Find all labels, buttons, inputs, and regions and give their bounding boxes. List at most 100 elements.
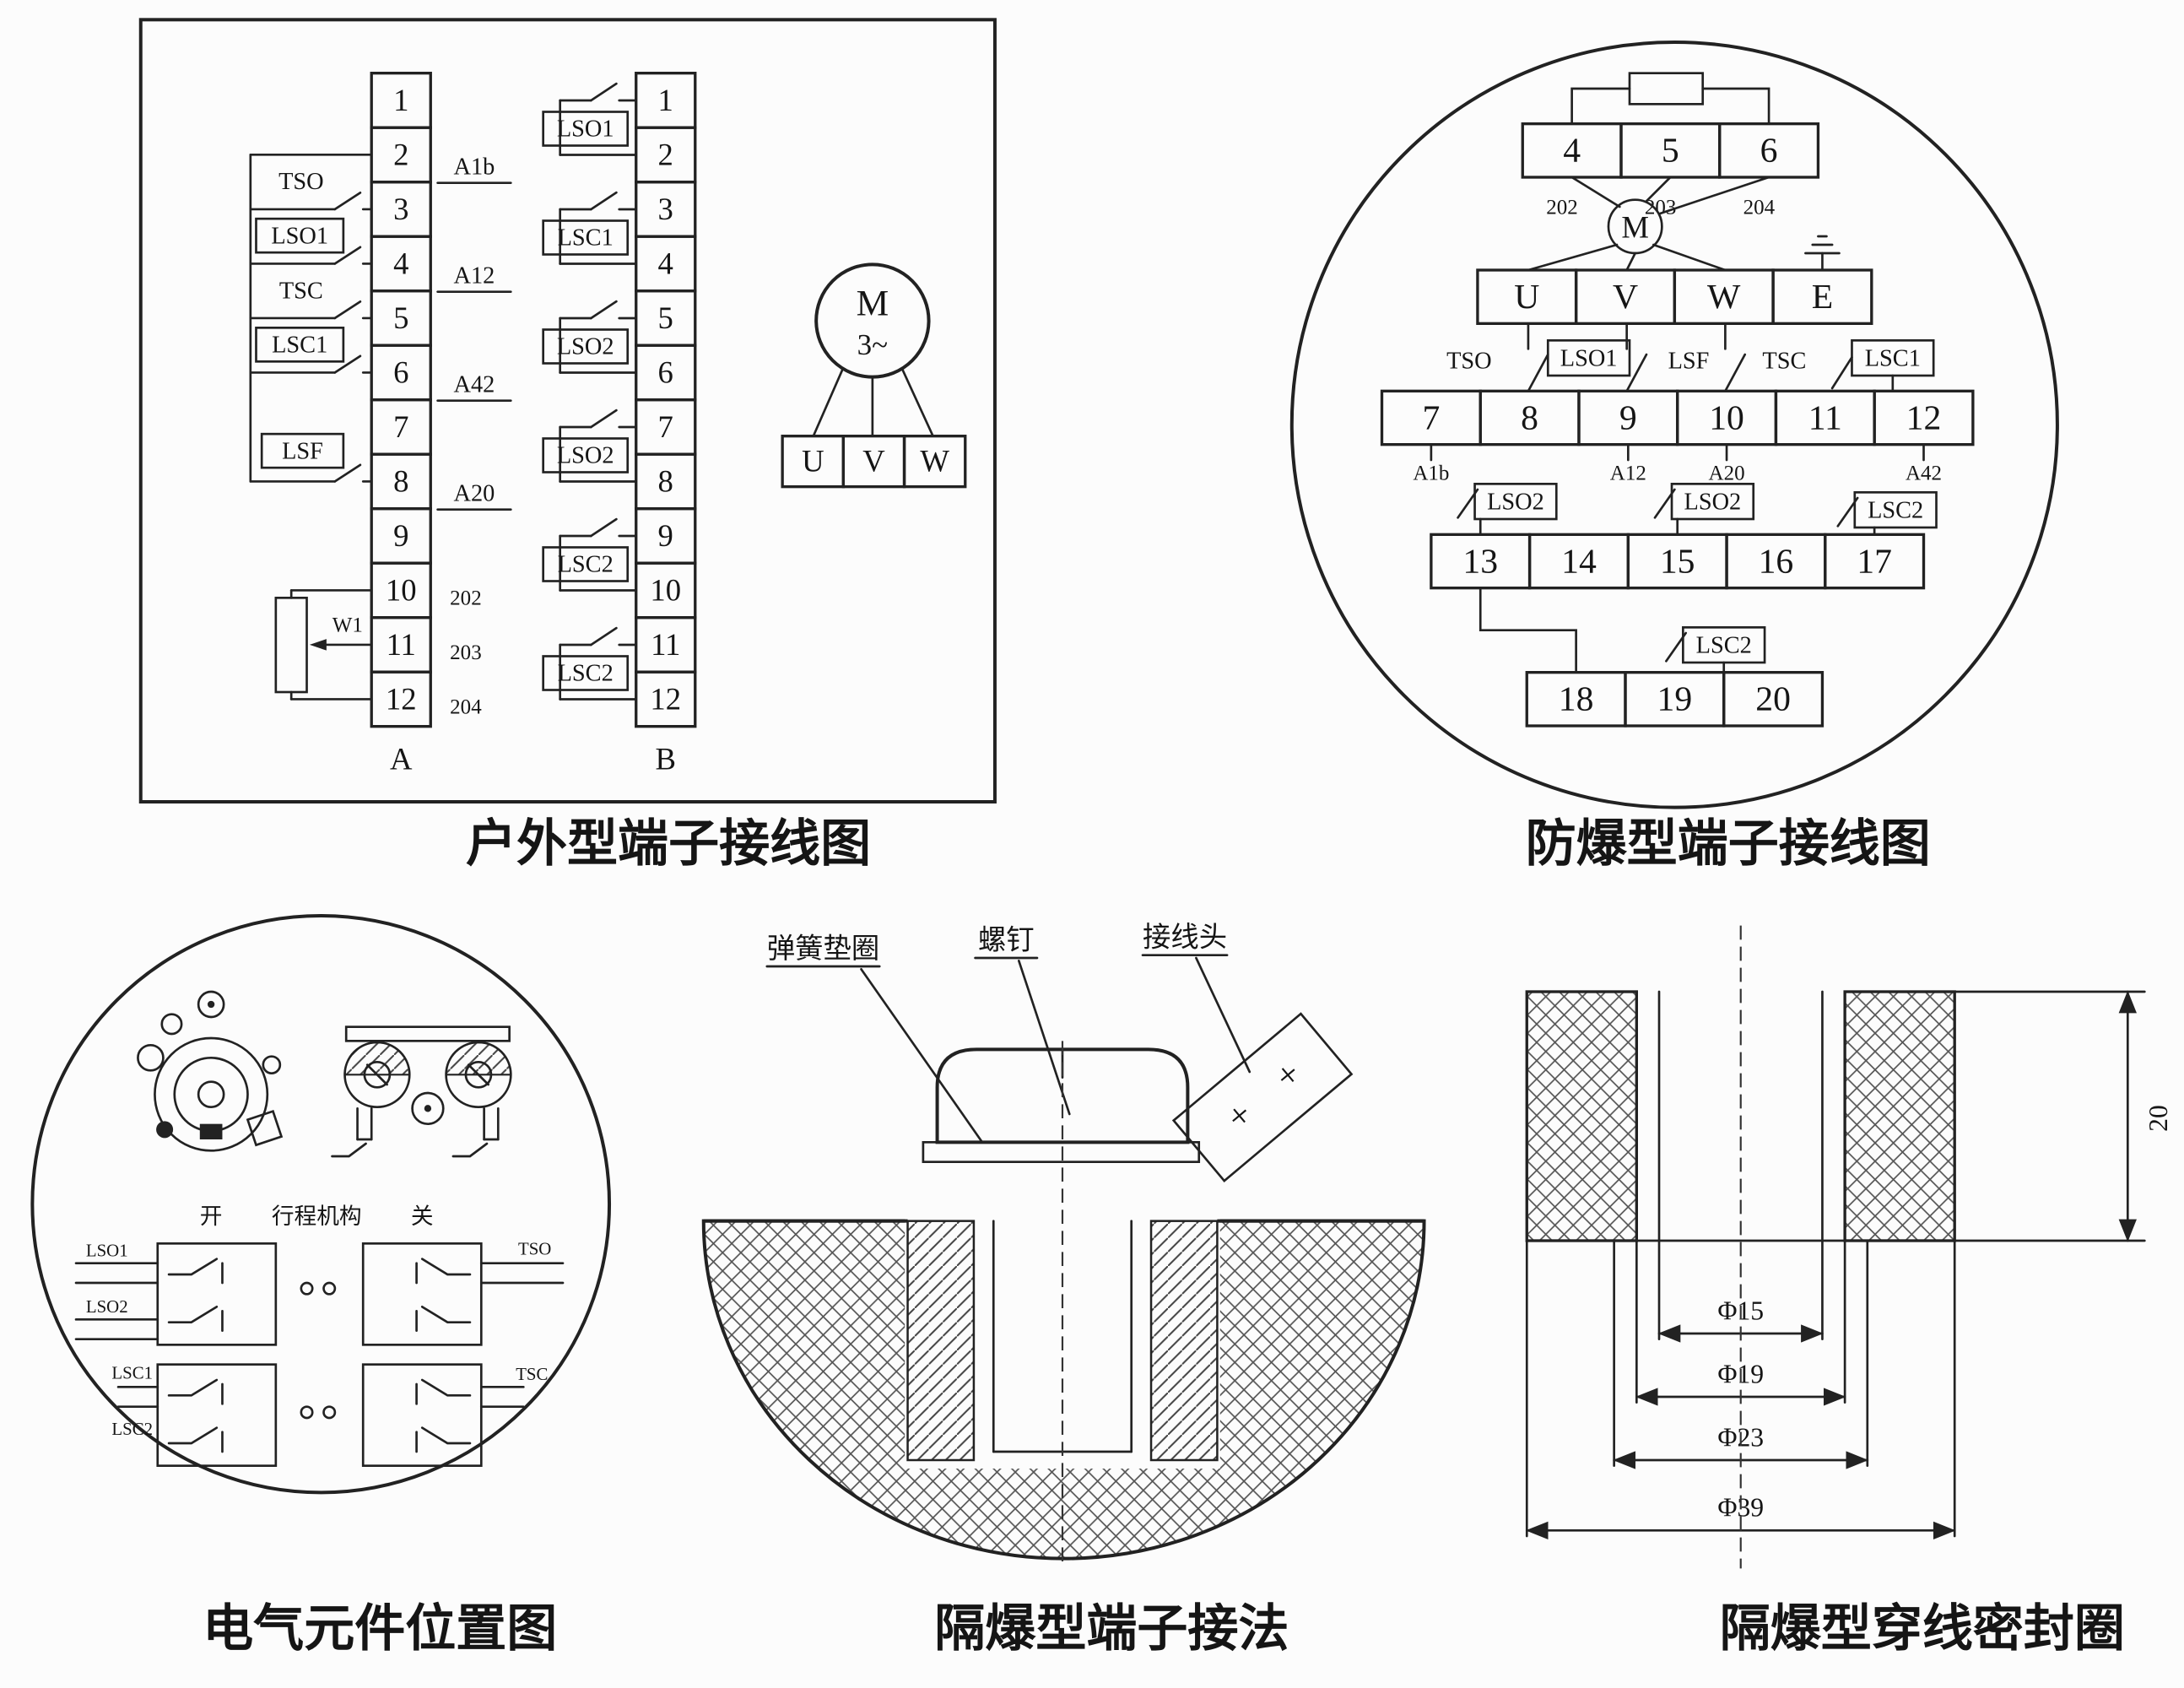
svg-text:203: 203 bbox=[450, 641, 482, 664]
strip-a-cell: 7 bbox=[370, 398, 432, 456]
svg-text:4: 4 bbox=[393, 246, 408, 280]
resistor-symbol bbox=[1628, 72, 1705, 106]
svg-text:弹簧垫圈: 弹簧垫圈 bbox=[767, 933, 879, 965]
terminal-cell: W bbox=[1673, 268, 1775, 325]
terminal-num-label: 203 bbox=[450, 641, 482, 664]
spring-washer bbox=[922, 1141, 1201, 1163]
svg-text:V: V bbox=[1613, 278, 1638, 316]
svg-text:13: 13 bbox=[1462, 542, 1498, 581]
outdoor-frame bbox=[138, 18, 997, 803]
strip-b-cell: 11 bbox=[635, 616, 697, 674]
svg-text:9: 9 bbox=[658, 518, 673, 553]
motor-terminal-cell: U bbox=[781, 435, 846, 489]
svg-text:202: 202 bbox=[450, 587, 482, 610]
switch-row3: LSC2 bbox=[1665, 626, 1766, 674]
lsf-switch: LSF bbox=[249, 432, 373, 483]
mechanism-label: 行程机构 bbox=[272, 1204, 362, 1229]
svg-text:V: V bbox=[862, 443, 885, 478]
svg-text:202: 202 bbox=[1546, 196, 1578, 219]
explosion-proof-terminal-diagram: 4 5 6 202 203 204 M bbox=[1289, 41, 2059, 872]
strip-a-cell: 6 bbox=[370, 344, 432, 402]
terminal-cell: 16 bbox=[1725, 533, 1827, 590]
caption-explosion: 防爆型端子接线图 bbox=[1526, 816, 1931, 872]
motor-terminal-cell: W bbox=[902, 435, 967, 489]
svg-text:A1b: A1b bbox=[454, 154, 495, 181]
caption-terminal-method: 隔爆型端子接法 bbox=[934, 1601, 1289, 1657]
svg-text:LSO1: LSO1 bbox=[1560, 345, 1618, 371]
svg-text:LSF: LSF bbox=[282, 438, 323, 464]
svg-text:M: M bbox=[857, 283, 889, 323]
outdoor-terminal-diagram: TSO LSO1 TSC LSC1 bbox=[138, 18, 997, 872]
limit-switch-unit: LSO1 bbox=[542, 82, 638, 156]
svg-text:8: 8 bbox=[393, 463, 408, 498]
svg-text:A42: A42 bbox=[1906, 462, 1942, 484]
right-mechanism bbox=[331, 1025, 512, 1158]
svg-text:5: 5 bbox=[658, 300, 673, 335]
svg-text:8: 8 bbox=[1521, 398, 1538, 437]
svg-text:3: 3 bbox=[393, 192, 408, 226]
terminal-cell: 18 bbox=[1525, 671, 1627, 728]
limit-switch-unit: LSO2 bbox=[542, 408, 638, 483]
lso1-switch: LSO1 bbox=[249, 217, 373, 265]
strip-a-cell: 1 bbox=[370, 72, 432, 129]
svg-text:TSO: TSO bbox=[278, 169, 324, 195]
svg-text:W: W bbox=[1707, 278, 1741, 316]
svg-text:6: 6 bbox=[393, 354, 408, 389]
terminal-cell: 5 bbox=[1619, 122, 1722, 179]
terminal-strip-b: 1 2 3 4 5 6 7 8 bbox=[635, 72, 697, 728]
flameproof-seal-ring-diagram: 20 Φ15 Φ19 Φ23 Φ39 隔爆型穿线密封圈 bbox=[1525, 925, 2173, 1657]
strip-a-cell: 8 bbox=[370, 452, 432, 511]
strip-b-cell: 8 bbox=[635, 452, 697, 511]
wire-lug: + + bbox=[1171, 1012, 1354, 1182]
svg-text:12: 12 bbox=[1906, 398, 1942, 437]
svg-text:M: M bbox=[1621, 210, 1649, 245]
row-7-12: 7 8 9 10 11 12 bbox=[1380, 389, 1975, 446]
terminal-cell: V bbox=[1574, 268, 1677, 325]
svg-text:LSO1: LSO1 bbox=[271, 223, 328, 249]
terminal-cell: 14 bbox=[1527, 533, 1630, 590]
callout-lug: 接线头 bbox=[1141, 922, 1251, 1074]
terminal-cell: 10 bbox=[1676, 389, 1778, 446]
svg-text:2: 2 bbox=[393, 137, 408, 171]
switch-block-bottom-left: LSC1 LSC2 bbox=[111, 1362, 278, 1467]
svg-text:7: 7 bbox=[658, 409, 673, 444]
cam-flag bbox=[246, 1109, 284, 1147]
svg-text:+: + bbox=[1219, 1094, 1261, 1138]
terminal-num-label: 204 bbox=[1743, 196, 1776, 219]
svg-text:20: 20 bbox=[1755, 680, 1791, 719]
terminal-ref-label: A20 bbox=[436, 481, 512, 511]
svg-text:1: 1 bbox=[658, 83, 673, 117]
callout-spring-washer: 弹簧垫圈 bbox=[765, 933, 984, 1144]
terminal-num-label: 202 bbox=[450, 587, 482, 610]
row-4-6-sublabels: 202 203 204 bbox=[1546, 196, 1775, 219]
svg-text:14: 14 bbox=[1561, 542, 1597, 581]
motor-symbol: M 3~ bbox=[812, 262, 934, 438]
switch-block-top-right: TSO bbox=[361, 1239, 565, 1346]
limit-switch-unit: LSC2 bbox=[542, 517, 638, 592]
strip-b-cell: 1 bbox=[635, 72, 697, 129]
terminal-ref-label: A42 bbox=[436, 372, 512, 403]
caption-outdoor: 户外型端子接线图 bbox=[466, 816, 871, 872]
strip-a-num-labels: 202 203 204 bbox=[450, 587, 482, 719]
svg-text:LSO1: LSO1 bbox=[557, 116, 614, 143]
contact-wires bbox=[1527, 322, 1895, 392]
svg-text:TSC: TSC bbox=[279, 278, 323, 304]
close-label: 关 bbox=[411, 1204, 434, 1229]
row-uvw: U V W E bbox=[1476, 268, 1873, 325]
svg-text:LSF: LSF bbox=[1668, 349, 1710, 375]
svg-text:E: E bbox=[1812, 278, 1833, 316]
svg-text:LSO2: LSO2 bbox=[1487, 489, 1544, 515]
bushing-left bbox=[906, 1220, 976, 1462]
terminal-cell: 13 bbox=[1430, 533, 1532, 590]
svg-text:7: 7 bbox=[1422, 398, 1440, 437]
svg-text:A1b: A1b bbox=[1413, 462, 1449, 484]
strip-a-cell: 2 bbox=[370, 126, 432, 184]
limit-switch-unit: LSC1 bbox=[542, 191, 638, 265]
svg-text:8: 8 bbox=[658, 463, 673, 498]
svg-text:+: + bbox=[1268, 1053, 1310, 1097]
strip-a-cell: 11 bbox=[370, 616, 432, 674]
svg-text:204: 204 bbox=[1743, 196, 1776, 219]
strip-a-cell: 9 bbox=[370, 507, 432, 565]
seal-section-left bbox=[1525, 990, 1638, 1242]
svg-text:9: 9 bbox=[393, 518, 408, 553]
